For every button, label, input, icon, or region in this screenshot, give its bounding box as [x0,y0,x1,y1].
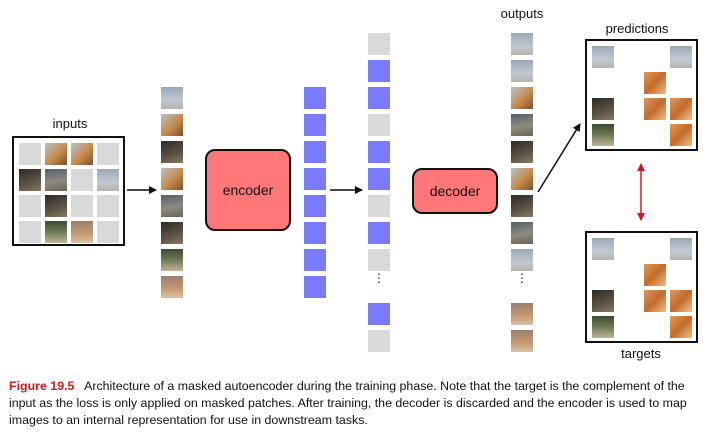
predicted-patch [644,98,666,120]
image-patch [161,87,183,109]
output-patch [511,222,533,244]
predicted-patch [670,46,692,68]
masked-patch [19,143,41,165]
output-patch [511,330,533,352]
mask-token [368,249,390,271]
output-patch [511,60,533,82]
mask-token [368,114,390,136]
image-patch [45,221,67,243]
image-patch [19,169,41,191]
mask-token [368,330,390,352]
targets-label: targets [621,346,661,361]
image-patch [161,276,183,298]
masked-patch [19,195,41,217]
target-patch [644,264,666,286]
output-patch [511,249,533,271]
masked-patch [71,195,93,217]
mask-token [368,33,390,55]
encoded-token [304,249,326,271]
image-patch [161,114,183,136]
decoder-block: decoder [412,168,498,214]
output-patch [511,33,533,55]
masked-patch [19,221,41,243]
image-patch [45,169,67,191]
encoded-token [368,87,390,109]
mask-token [368,195,390,217]
target-patch [670,238,692,260]
image-patch [161,141,183,163]
figure-number: Figure 19.5 [9,379,75,393]
target-patch [670,316,692,338]
predicted-patch [592,98,614,120]
predicted-patch [670,124,692,146]
image-patch [161,195,183,217]
figure-caption: Figure 19.5 Architecture of a masked aut… [9,378,713,429]
input-image-grid [12,136,125,246]
masked-patch [97,221,119,243]
encoded-token [304,141,326,163]
encoder-block: encoder [205,149,291,231]
output-patch [511,114,533,136]
encoded-token [304,87,326,109]
image-patch [161,222,183,244]
target-patch [592,290,614,312]
masked-patch [97,195,119,217]
target-patch [670,290,692,312]
image-patch [45,195,67,217]
output-patch [511,168,533,190]
output-patch [511,87,533,109]
outputs-label: outputs [500,6,544,21]
image-patch [71,221,93,243]
encoded-token [368,222,390,244]
image-patch [97,169,119,191]
predicted-patch [670,98,692,120]
encoded-token [304,222,326,244]
predicted-patch [592,46,614,68]
output-patch [511,141,533,163]
masked-patch [97,143,119,165]
predictions-grid [585,39,698,151]
target-patch [592,316,614,338]
inputs-label: inputs [52,116,88,131]
output-patch [511,195,533,217]
image-patch [161,249,183,271]
encoded-token [304,168,326,190]
arrow-decoder-to-predictions [537,123,581,193]
encoded-token [304,195,326,217]
encoded-token [368,303,390,325]
image-patch [45,143,67,165]
image-patch [71,143,93,165]
output-patch [511,303,533,325]
target-patch [644,290,666,312]
encoded-token [368,60,390,82]
target-patch [592,238,614,260]
encoded-token [304,114,326,136]
predictions-label: predictions [605,21,669,36]
predicted-patch [592,124,614,146]
image-patch [161,168,183,190]
masked-patch [71,169,93,191]
encoded-token [368,168,390,190]
caption-text: Architecture of a masked autoencoder dur… [9,379,687,427]
encoded-token [304,276,326,298]
encoded-token [368,141,390,163]
predicted-patch [644,72,666,94]
targets-grid [585,231,698,343]
